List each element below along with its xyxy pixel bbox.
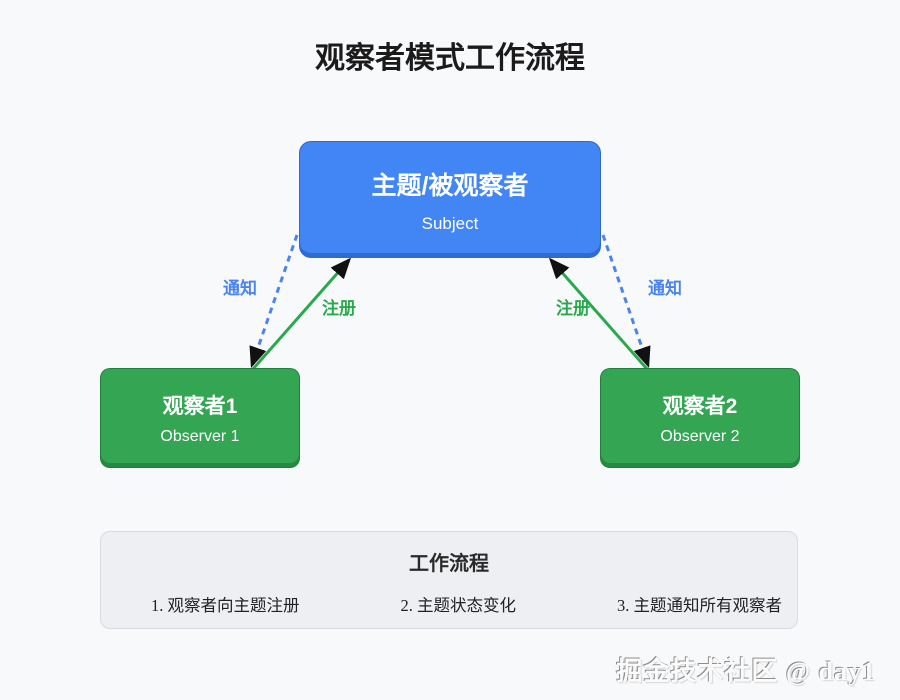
notify-label-right: 通知 bbox=[648, 279, 682, 298]
subject-node-title: 主题/被观察者 bbox=[371, 171, 529, 200]
workflow-title: 工作流程 bbox=[409, 553, 489, 575]
notify-arrow-left bbox=[249, 234, 299, 368]
register-arrow-right bbox=[548, 257, 649, 370]
notify-arrow-right bbox=[601, 234, 651, 368]
observer1-node-subtitle: Observer 1 bbox=[160, 428, 240, 445]
observer2-node-title: 观察者2 bbox=[662, 395, 738, 418]
subject-node: 主题/被观察者 Subject bbox=[299, 141, 601, 258]
register-arrow-left bbox=[251, 257, 352, 370]
observer2-node: 观察者2 Observer 2 bbox=[600, 368, 800, 468]
register-label-right: 注册 bbox=[556, 299, 590, 318]
notify-label-left: 通知 bbox=[223, 279, 257, 298]
subject-node-subtitle: Subject bbox=[421, 213, 479, 233]
observer1-node-title: 观察者1 bbox=[162, 395, 238, 418]
workflow-step-1: 1. 观察者向主题注册 bbox=[151, 596, 300, 615]
workflow-step-3: 3. 主题通知所有观察者 bbox=[617, 596, 782, 615]
observer2-node-subtitle: Observer 2 bbox=[660, 428, 740, 445]
page-title: 观察者模式工作流程 bbox=[315, 42, 585, 75]
workflow-step-2: 2. 主题状态变化 bbox=[400, 596, 517, 615]
watermark: 掘金技术社区 @ day1 bbox=[616, 657, 876, 686]
observer1-node: 观察者1 Observer 1 bbox=[100, 368, 300, 468]
register-label-left: 注册 bbox=[322, 299, 356, 318]
workflow-steps: 1. 观察者向主题注册 2. 主题状态变化 3. 主题通知所有观察者 bbox=[101, 592, 797, 616]
workflow-panel: 工作流程 1. 观察者向主题注册 2. 主题状态变化 3. 主题通知所有观察者 bbox=[100, 531, 798, 629]
